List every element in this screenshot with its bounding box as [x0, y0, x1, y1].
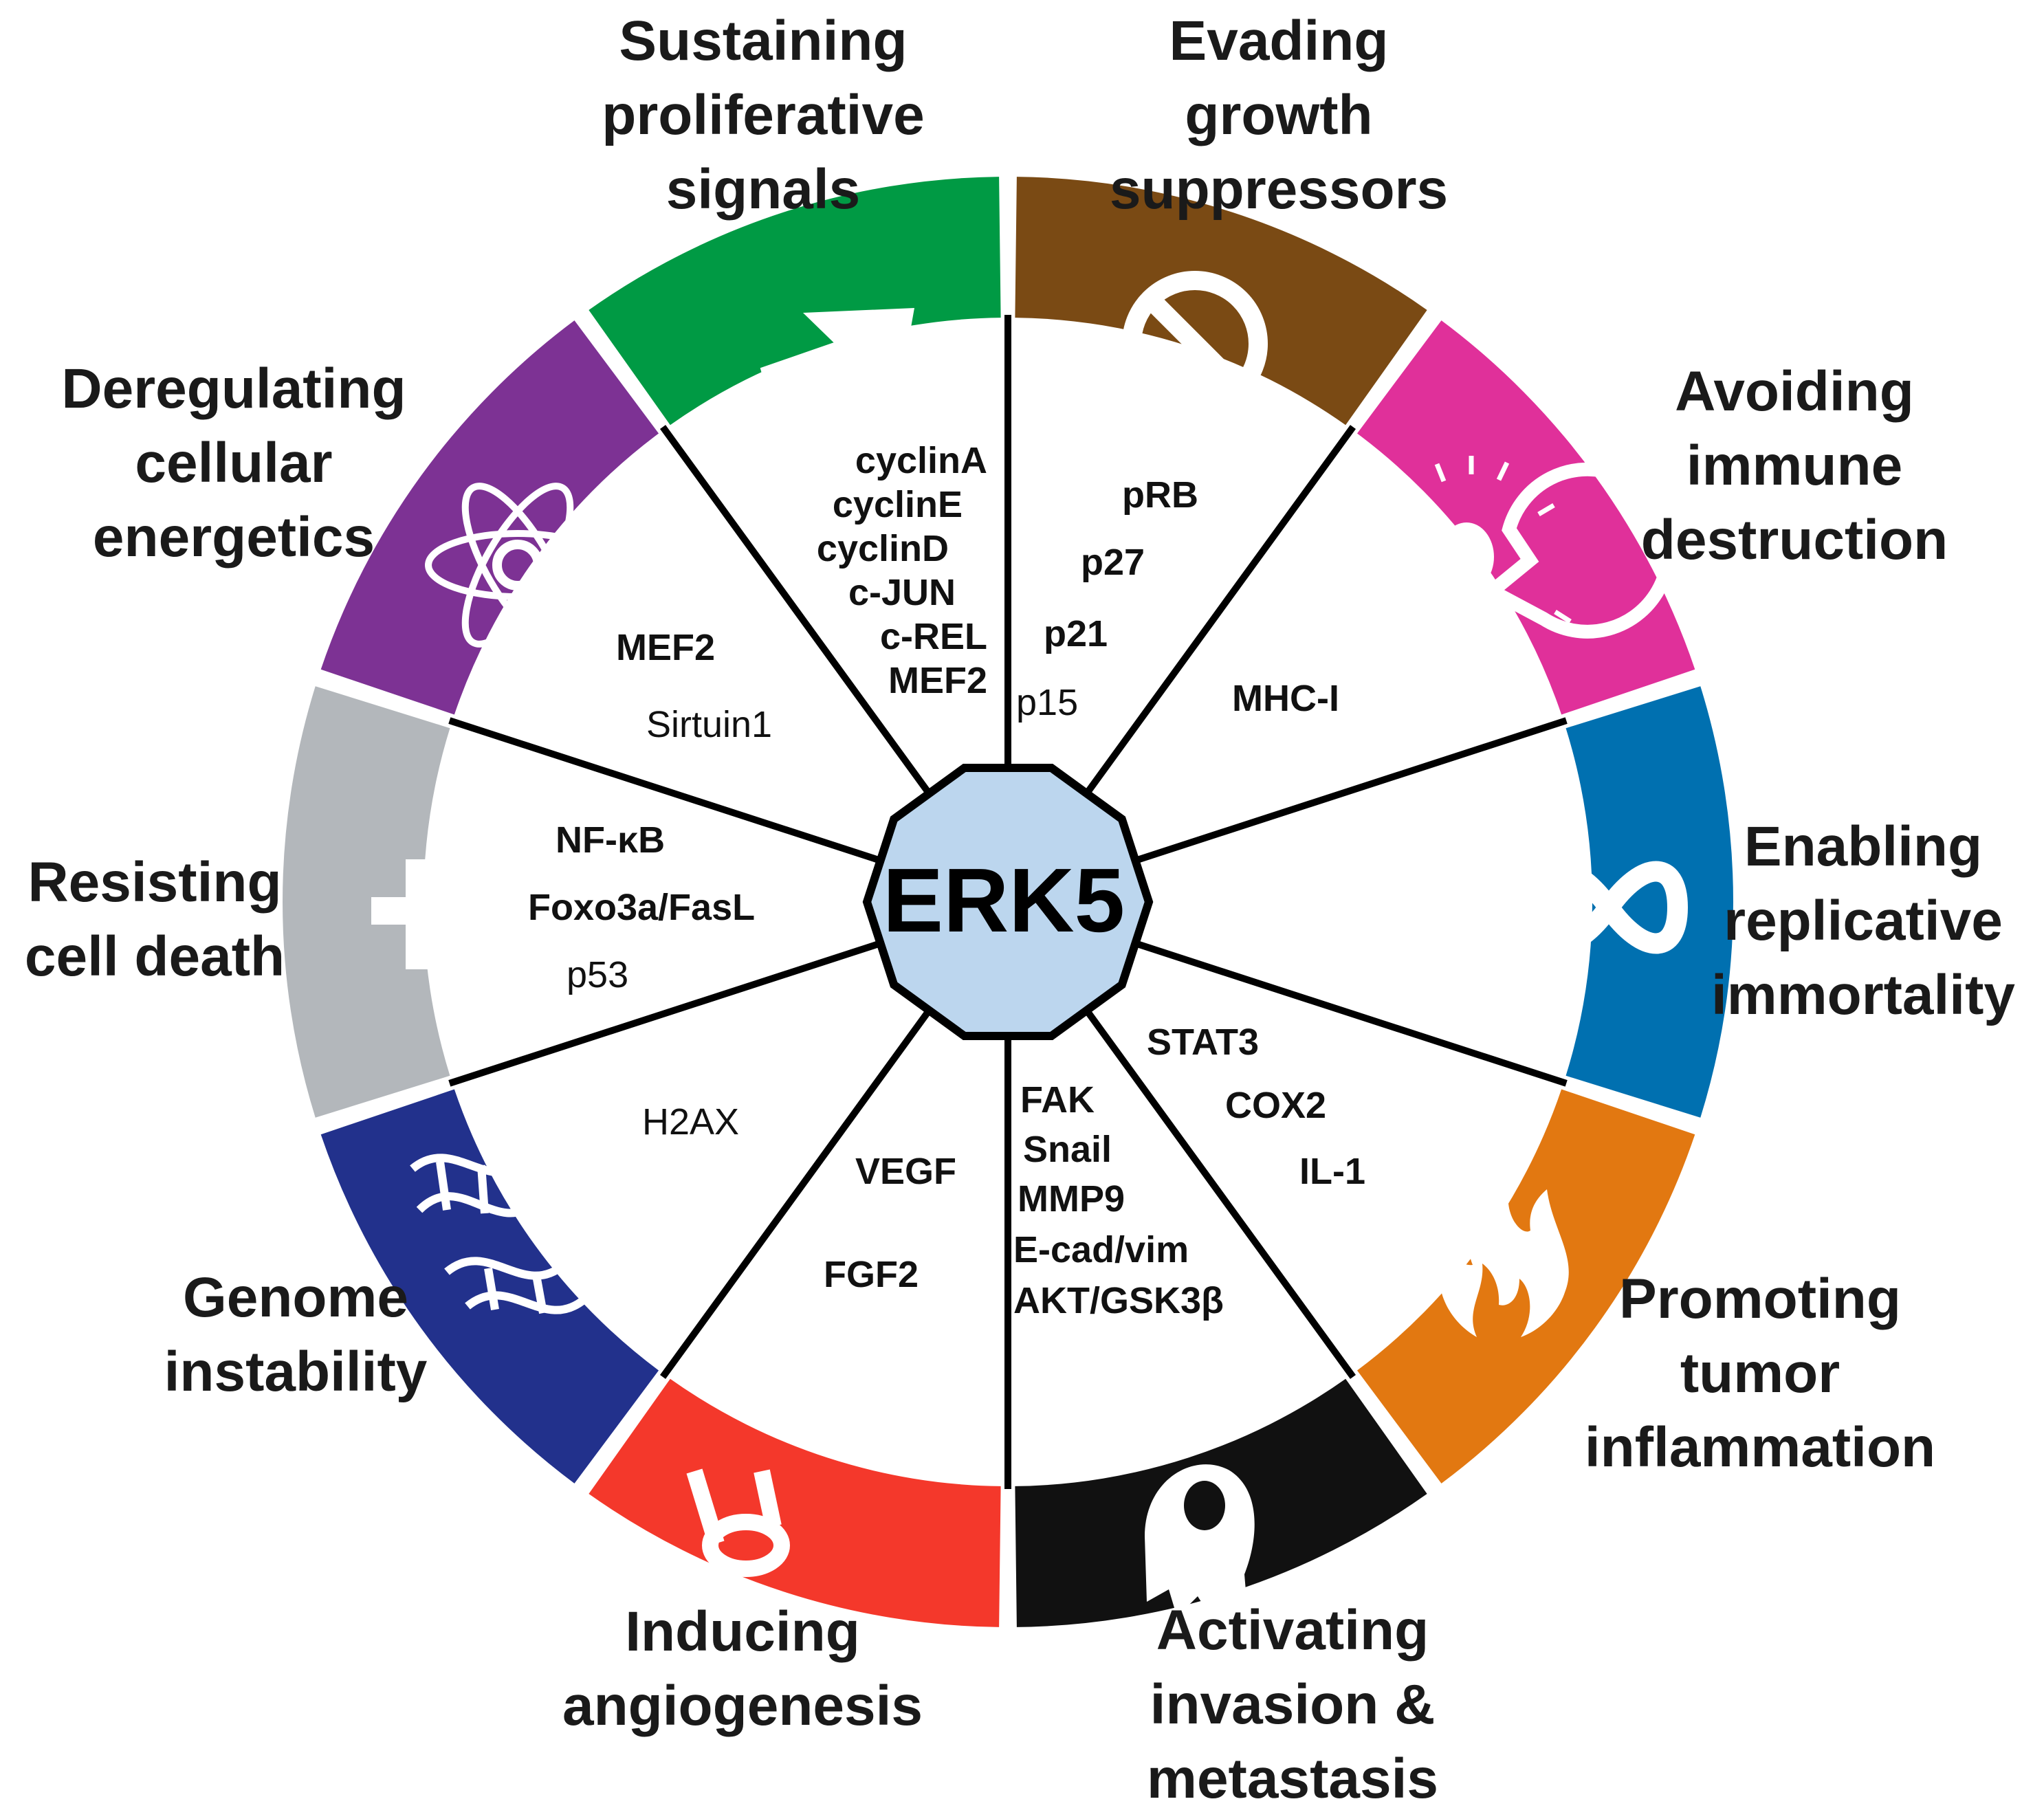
ring-segment-angiogenesis [589, 1378, 1001, 1627]
atom-icon [425, 483, 611, 648]
hallmark-icons [371, 271, 1689, 1621]
molecule: cyclinD [816, 528, 949, 569]
immune-cell-icon [1377, 456, 1675, 659]
prohibition-icon [1122, 271, 1268, 417]
molecule: p27 [1081, 542, 1145, 583]
vessel-icon [686, 1468, 790, 1577]
spoke-line [659, 425, 930, 793]
molecule: c-JUN [848, 572, 956, 613]
molecule: FAK [1020, 1079, 1095, 1121]
molecule: p21 [1044, 613, 1108, 654]
ring-segment-energetics [320, 320, 659, 715]
molecule: MEF2 [888, 660, 987, 701]
molecule: MMP9 [1018, 1178, 1125, 1220]
molecule: cyclinE [832, 484, 963, 525]
hallmark-ring [282, 177, 1733, 1627]
dna-icon [410, 1149, 677, 1330]
molecule: Foxo3a/FasL [528, 887, 756, 928]
cell-migration-icon [1145, 1464, 1255, 1621]
molecule: NF-κB [556, 819, 666, 861]
cross-icon [371, 859, 495, 969]
spoke-line [1137, 941, 1568, 1087]
spoke-line [1137, 717, 1568, 863]
molecule: pRB [1122, 474, 1198, 516]
molecule: FGF2 [824, 1254, 919, 1295]
molecule: p53 [567, 954, 629, 995]
molecule: p15 [1016, 682, 1079, 723]
spoke-line [448, 941, 879, 1087]
center-label: ERK5 [882, 850, 1125, 951]
molecule: c-REL [879, 616, 987, 657]
spokes [448, 315, 1568, 1489]
ring-segment-evading [1015, 177, 1427, 426]
spoke-line [448, 717, 879, 863]
ring-segment-death [282, 686, 450, 1118]
arrow-icon [760, 308, 914, 463]
ring-segment-immune [1356, 320, 1695, 715]
molecule: VEGF [855, 1151, 957, 1192]
spoke-line [1086, 1011, 1356, 1379]
ring-segment-sustaining [589, 177, 1001, 426]
molecule: Sirtuin1 [646, 704, 773, 745]
flame-icon [1438, 1177, 1569, 1337]
molecule: IL-1 [1299, 1151, 1366, 1192]
spoke-line [659, 1011, 930, 1379]
molecule: AKT/GSK3β [1013, 1280, 1224, 1321]
molecule: MEF2 [616, 627, 716, 668]
spoke-line [1086, 425, 1356, 793]
erk5-hub-shape [862, 764, 1154, 1040]
molecule: E-cad/vim [1013, 1229, 1189, 1270]
infinity-icon [1529, 861, 1689, 954]
molecule: COX2 [1225, 1085, 1327, 1126]
molecule: MHC-I [1232, 678, 1339, 719]
molecule: H2AX [642, 1101, 740, 1143]
molecule: STAT3 [1147, 1022, 1260, 1063]
molecule: Snail [1023, 1129, 1112, 1170]
molecule: cyclinA [855, 440, 987, 481]
erk5-hub [862, 764, 1154, 1040]
ring-segment-immortality [1565, 686, 1733, 1118]
